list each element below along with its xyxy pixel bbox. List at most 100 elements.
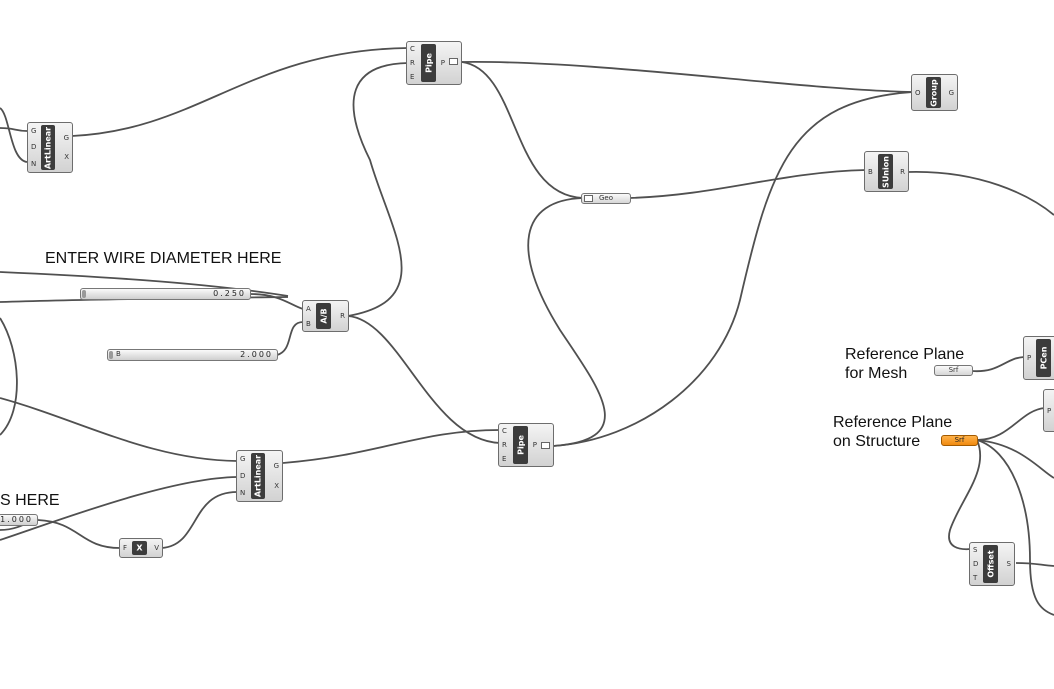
component-name: ArtLinear: [253, 454, 263, 498]
wire: [976, 439, 1054, 479]
input-e[interactable]: E: [410, 73, 415, 81]
wire: [629, 169, 867, 199]
input-d[interactable]: D: [973, 560, 979, 568]
component-core: PCen: [1036, 339, 1051, 377]
input-t[interactable]: T: [973, 574, 978, 582]
input-p[interactable]: P: [1027, 354, 1032, 362]
output-r[interactable]: R: [900, 167, 905, 176]
component-name: A/B: [319, 308, 328, 324]
offset-inputs: S D T: [973, 543, 978, 585]
partial-inputs: P: [1047, 390, 1051, 431]
wires: [0, 47, 1054, 616]
output-s[interactable]: S: [1006, 560, 1011, 568]
wire: [249, 293, 304, 310]
slider-grip[interactable]: [82, 290, 86, 298]
wire: [907, 171, 1054, 216]
geo-param[interactable]: Geo: [581, 193, 631, 204]
component-core: A/B: [316, 303, 331, 329]
output-p[interactable]: P: [440, 59, 445, 67]
input-c[interactable]: C: [502, 427, 507, 435]
input-p[interactable]: P: [1047, 406, 1052, 415]
wire: [276, 321, 304, 356]
input-r[interactable]: R: [410, 59, 415, 67]
multiply-component[interactable]: F X V: [119, 538, 163, 558]
wire-diameter-slider[interactable]: 0.250: [80, 288, 251, 300]
input-g[interactable]: G: [240, 455, 246, 464]
input-f[interactable]: F: [123, 544, 128, 552]
component-name: Pipe: [424, 53, 433, 73]
input-d[interactable]: D: [240, 471, 246, 480]
slider-grip[interactable]: [109, 351, 113, 359]
b-slider[interactable]: B 2.000: [107, 349, 278, 361]
data-tree-flatten-icon: [584, 195, 593, 202]
count-label: S HERE: [0, 492, 60, 509]
input-r[interactable]: R: [502, 441, 507, 449]
pipe-component[interactable]: C R E Pipe P: [406, 41, 462, 85]
output-g[interactable]: G: [63, 134, 69, 142]
group-component[interactable]: O Group G: [911, 74, 958, 111]
wire: [461, 61, 914, 93]
input-b[interactable]: B: [868, 167, 873, 176]
output-p[interactable]: P: [532, 441, 537, 449]
input-n[interactable]: N: [240, 488, 246, 497]
wire: [527, 197, 606, 447]
input-n[interactable]: N: [31, 159, 37, 168]
sunion-inputs: B: [868, 152, 873, 191]
pcen-component[interactable]: P PCen: [1023, 336, 1054, 380]
pipe-component[interactable]: C R E Pipe P: [498, 423, 554, 467]
component-core: Pipe: [513, 426, 528, 464]
artlinear-outputs: G X: [274, 451, 279, 501]
pcen-inputs: P: [1027, 337, 1031, 379]
output-x[interactable]: X: [64, 153, 69, 161]
input-g[interactable]: G: [31, 127, 37, 136]
input-a[interactable]: A: [306, 304, 311, 313]
wire-diameter-label: ENTER WIRE DIAMETER HERE: [45, 250, 282, 267]
wire: [282, 429, 501, 464]
param-label: Srf: [954, 436, 965, 444]
output-g[interactable]: G: [948, 88, 954, 97]
wire: [0, 107, 28, 163]
input-d[interactable]: D: [31, 143, 37, 152]
wire: [0, 476, 238, 541]
output-v[interactable]: V: [154, 544, 159, 552]
component-name: X: [136, 543, 143, 553]
input-c[interactable]: C: [410, 45, 415, 53]
label-line: Reference Plane: [833, 414, 953, 431]
output-x[interactable]: X: [274, 481, 279, 490]
slider-value: 2.000: [240, 350, 273, 359]
pipe-inputs: C R E: [410, 42, 415, 84]
slider-label: B: [116, 350, 121, 358]
output-g[interactable]: G: [273, 462, 279, 471]
wire: [0, 127, 28, 132]
partial-component[interactable]: P: [1043, 389, 1054, 432]
sunion-component[interactable]: B SUnion R: [864, 151, 909, 192]
input-b[interactable]: B: [306, 319, 311, 328]
param-label: Geo: [598, 194, 613, 202]
slider-value: 1.000: [0, 515, 33, 524]
artlinear-component[interactable]: G D N ArtLinear G X: [27, 122, 73, 173]
offset-component[interactable]: S D T Offset S: [969, 542, 1015, 586]
component-core: Offset: [983, 545, 998, 583]
pipe-inputs: C R E: [502, 424, 507, 466]
component-name: Group: [929, 78, 938, 107]
output-r[interactable]: R: [340, 312, 345, 320]
srf-mesh-param[interactable]: Srf: [934, 365, 973, 376]
pipe-outputs: P: [441, 42, 445, 84]
pipe-outputs: P: [533, 424, 537, 466]
input-e[interactable]: E: [502, 455, 507, 463]
srf-structure-param[interactable]: Srf: [941, 435, 978, 446]
component-core: X: [132, 541, 147, 555]
artlinear-component[interactable]: G D N ArtLinear G X: [236, 450, 283, 502]
component-core: SUnion: [878, 154, 893, 189]
artlinear-inputs: G D N: [31, 123, 36, 172]
division-component[interactable]: A B A/B R: [302, 300, 349, 332]
data-tree-flatten-icon: [541, 442, 550, 449]
wire: [161, 491, 238, 549]
count-slider[interactable]: 1.000: [0, 514, 38, 526]
input-o[interactable]: O: [915, 88, 921, 97]
division-inputs: A B: [306, 301, 311, 331]
input-s[interactable]: S: [973, 546, 978, 554]
data-tree-flatten-icon: [449, 58, 458, 65]
wire: [347, 62, 409, 317]
